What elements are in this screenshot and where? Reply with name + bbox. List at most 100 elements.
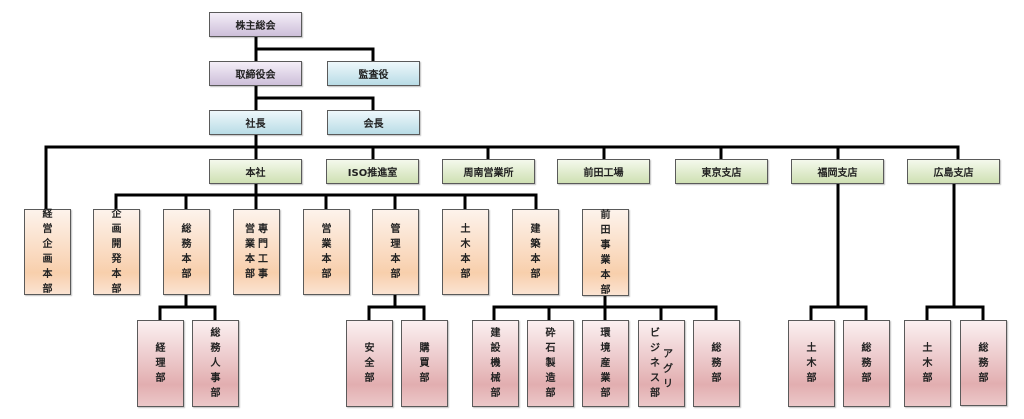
char: 部	[922, 373, 933, 384]
node-auditor: 監査役	[327, 61, 420, 86]
char: 境	[600, 343, 611, 354]
char: 安	[364, 343, 375, 354]
char: 土	[460, 224, 471, 235]
char: 部	[545, 388, 556, 399]
node-specialty-sales-hq: 専門工事 営業本部	[233, 209, 280, 295]
char: 建	[490, 328, 501, 339]
node-agri-business: アグリ ビジネス部	[638, 320, 685, 407]
char: 経	[155, 343, 166, 354]
char: 理	[155, 358, 166, 369]
char: 築	[530, 239, 541, 250]
node-fukuoka-civil: 土木部	[788, 320, 835, 407]
char: 建	[530, 224, 541, 235]
char: 部	[245, 269, 255, 280]
char: ビ	[650, 328, 660, 339]
node-hiroshima-general: 総務部	[960, 320, 1007, 406]
char: 部	[111, 284, 122, 295]
char: 経	[42, 209, 53, 220]
char: 開	[111, 239, 122, 250]
char: 部	[364, 373, 375, 384]
char: 部	[210, 388, 221, 399]
char: 本	[181, 254, 192, 265]
char: 本	[245, 254, 255, 265]
char: 部	[650, 388, 660, 399]
char: 部	[978, 372, 989, 384]
char: 管	[390, 224, 401, 235]
node-maeda-business-hq: 前田事業本部	[582, 209, 629, 296]
char: 設	[490, 343, 501, 354]
char: リ	[663, 379, 673, 390]
node-maeda-general: 総務部	[693, 320, 740, 407]
char: 産	[600, 358, 611, 369]
node-accounting: 経理部	[137, 320, 184, 407]
char: 総	[181, 224, 192, 235]
node-hiroshima-branch: 広島支店	[907, 159, 1000, 184]
char: 部	[42, 284, 53, 295]
char: 造	[545, 373, 556, 384]
node-general-affairs-hq: 総務本部	[163, 209, 210, 295]
node-president: 社長	[209, 110, 302, 135]
node-board: 取締役会	[209, 61, 302, 86]
char: 画	[111, 224, 122, 235]
char: 画	[42, 254, 53, 265]
node-maeda-factory: 前田工場	[557, 159, 650, 184]
char: 木	[922, 358, 933, 369]
char: 本	[390, 254, 401, 265]
char: 全	[364, 358, 375, 369]
node-shareholders-meeting: 株主総会	[209, 12, 302, 37]
node-head-office: 本社	[209, 159, 302, 184]
char: 部	[460, 269, 471, 280]
char: 発	[111, 254, 122, 265]
node-hiroshima-civil: 土木部	[904, 320, 951, 407]
char: 人	[210, 358, 221, 369]
node-iso-office: ISO推進室	[326, 159, 419, 184]
char: 営	[245, 224, 255, 235]
node-management-hq: 管理本部	[372, 209, 419, 295]
char: ア	[663, 349, 673, 360]
char: 務	[181, 239, 192, 250]
char: 門	[258, 239, 268, 250]
char: 業	[600, 254, 611, 266]
node-crushed-stone: 砕石製造部	[527, 320, 574, 407]
char: 機	[490, 358, 501, 369]
node-construction-hq: 建築本部	[512, 209, 559, 295]
char: 企	[111, 209, 122, 220]
char: 部	[861, 373, 872, 384]
char: グ	[663, 364, 673, 375]
char: 総	[210, 328, 221, 339]
char: 木	[460, 239, 471, 250]
char: 砕	[545, 328, 556, 339]
char: 務	[861, 358, 872, 369]
node-tokyo-branch: 東京支店	[675, 159, 768, 184]
char: 事	[210, 373, 221, 384]
char: 工	[258, 254, 268, 265]
char: 環	[600, 328, 611, 339]
char: 事	[258, 269, 268, 280]
char: 部	[321, 269, 332, 280]
char: 本	[600, 269, 611, 281]
char: 部	[390, 269, 401, 280]
char: 木	[806, 358, 817, 369]
char: 総	[711, 343, 722, 354]
node-hr: 総務人事部	[192, 320, 239, 407]
node-planning-hq: 経営企画本部	[24, 209, 71, 295]
node-shunan-office: 周南営業所	[442, 159, 535, 184]
char: 前	[600, 209, 611, 221]
char: 部	[155, 373, 166, 384]
char: 理	[390, 239, 401, 250]
node-sales-hq: 営業本部	[303, 209, 350, 295]
char: 部	[530, 269, 541, 280]
node-fukuoka-branch: 福岡支店	[791, 159, 884, 184]
char: 部	[419, 373, 430, 384]
node-development-hq: 企画開発本部	[93, 209, 140, 295]
node-purchasing: 購買部	[401, 320, 448, 407]
char: 買	[419, 358, 430, 369]
char: 本	[321, 254, 332, 265]
char: ジ	[650, 343, 660, 354]
char: 企	[42, 239, 53, 250]
node-environment: 環境産業部	[582, 320, 629, 407]
node-safety: 安全部	[346, 320, 393, 407]
char: ネ	[650, 358, 660, 369]
char: 営	[321, 224, 332, 235]
